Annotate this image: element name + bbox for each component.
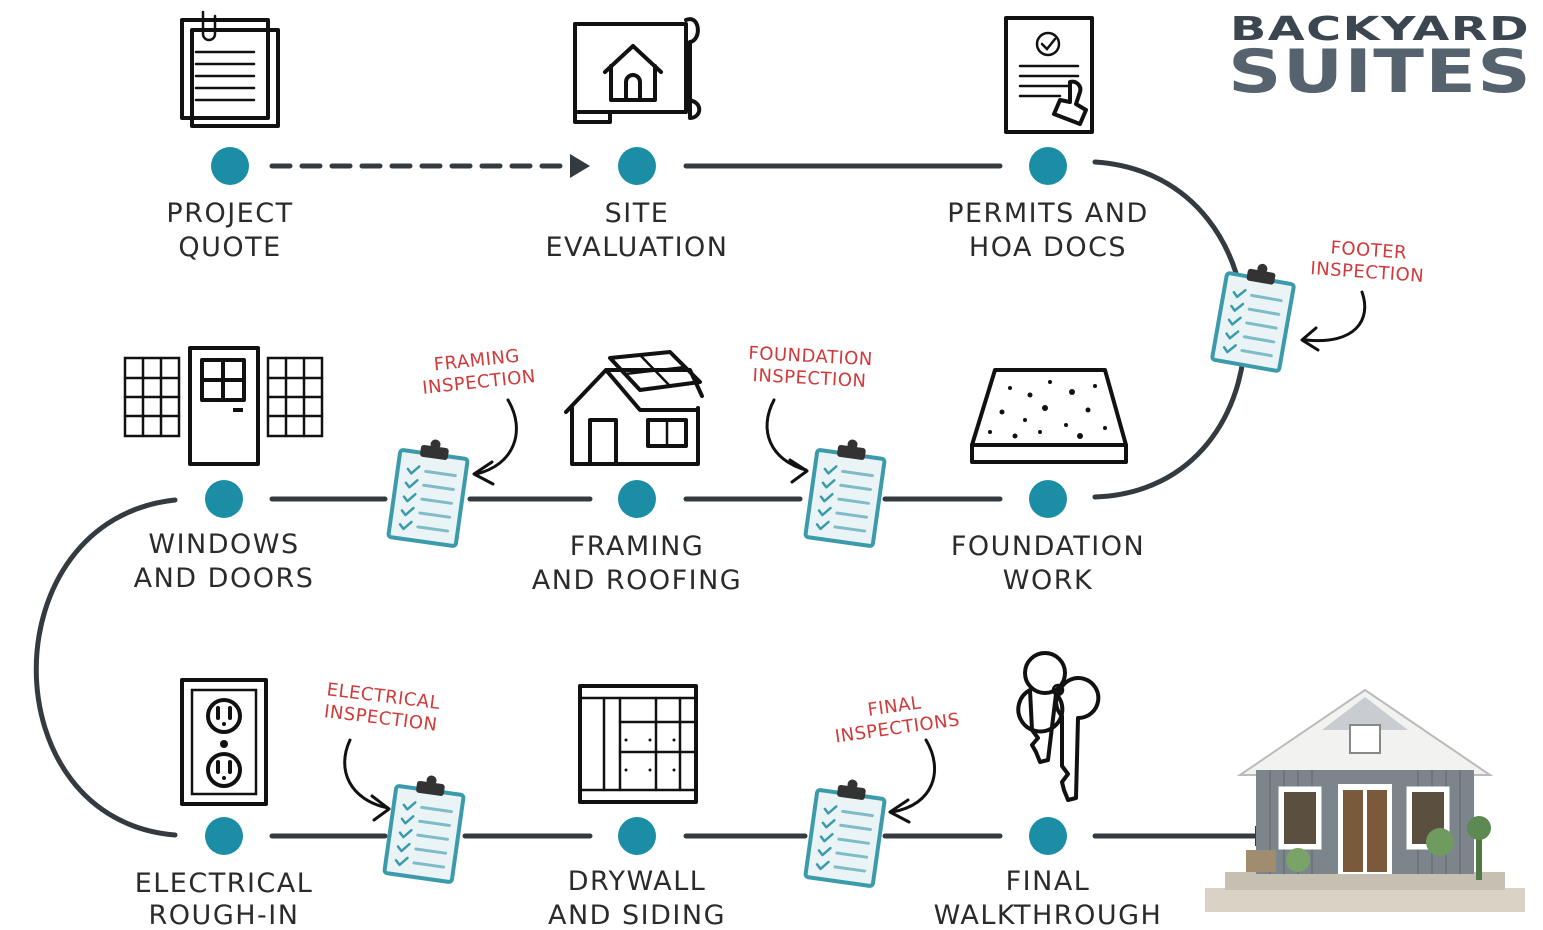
step-dot [618, 480, 656, 518]
house-roof-icon [564, 350, 704, 466]
blueprint-house-icon [573, 17, 702, 124]
curved-arrow-icon [1304, 290, 1367, 343]
step-dot [1029, 817, 1067, 855]
step-label: FRAMING [570, 531, 705, 562]
step-label: WALKTHROUGH [934, 900, 1163, 930]
clipboard-icon [386, 439, 470, 548]
step-label: ELECTRICAL [135, 868, 314, 899]
step-label: DRYWALL [568, 866, 707, 897]
step-dot [205, 480, 243, 518]
curved-arrow-icon [474, 398, 518, 476]
step-label: HOA DOCS [969, 232, 1127, 263]
inspection-label: INSPECTION [1310, 258, 1425, 287]
curved-arrow-icon [343, 738, 390, 810]
inspection-clipboards [382, 263, 1296, 888]
step-dot [618, 817, 656, 855]
step-label: SITE [605, 198, 670, 229]
step-label: FINAL [1006, 866, 1091, 897]
step-label: WINDOWS [148, 529, 299, 560]
brand-line-2: SUITES [1228, 37, 1532, 107]
step-label: QUOTE [178, 232, 281, 263]
clipboard-icon [1210, 263, 1296, 373]
arrowhead-icon [570, 154, 590, 178]
step-dot [211, 147, 249, 185]
clipboard-icon [803, 779, 887, 888]
clipboard-icon [382, 775, 466, 884]
curved-arrow-icon [765, 398, 808, 472]
curve-connector-left [33, 497, 178, 838]
step-label: AND SIDING [548, 900, 726, 930]
finished-cottage-icon [1205, 688, 1525, 912]
wall-frame-icon [578, 684, 698, 804]
step-label: EVALUATION [545, 232, 728, 263]
certified-document-icon [1004, 16, 1094, 134]
step-label: FOUNDATION [951, 531, 1145, 562]
step-labels: PROJECT QUOTE SITE EVALUATION PERMITS AN… [134, 198, 1163, 930]
step-label: WORK [1003, 565, 1093, 596]
step-label: AND ROOFING [532, 565, 742, 596]
keys-icon [1016, 651, 1101, 802]
concrete-slab-icon [970, 368, 1128, 464]
inspection-arrows [343, 290, 1367, 824]
step-dot [205, 817, 243, 855]
step-label: AND DOORS [134, 563, 315, 594]
outlet-icon [180, 678, 268, 806]
brand-line-1: BACKYARD [1230, 9, 1530, 48]
step-label: PROJECT [166, 198, 293, 229]
brand-logo: BACKYARD SUITES [1228, 9, 1532, 107]
step-dot [618, 147, 656, 185]
step-dots [205, 147, 1067, 855]
process-path [33, 154, 1259, 846]
documents-icon [180, 10, 280, 128]
windows-doors-icon [123, 346, 324, 466]
step-label: PERMITS AND [947, 198, 1149, 229]
curved-arrow-icon [890, 738, 936, 814]
step-dot [1029, 147, 1067, 185]
step-dot [1029, 480, 1067, 518]
clipboard-icon [803, 439, 887, 548]
step-label: ROUGH-IN [149, 900, 300, 930]
